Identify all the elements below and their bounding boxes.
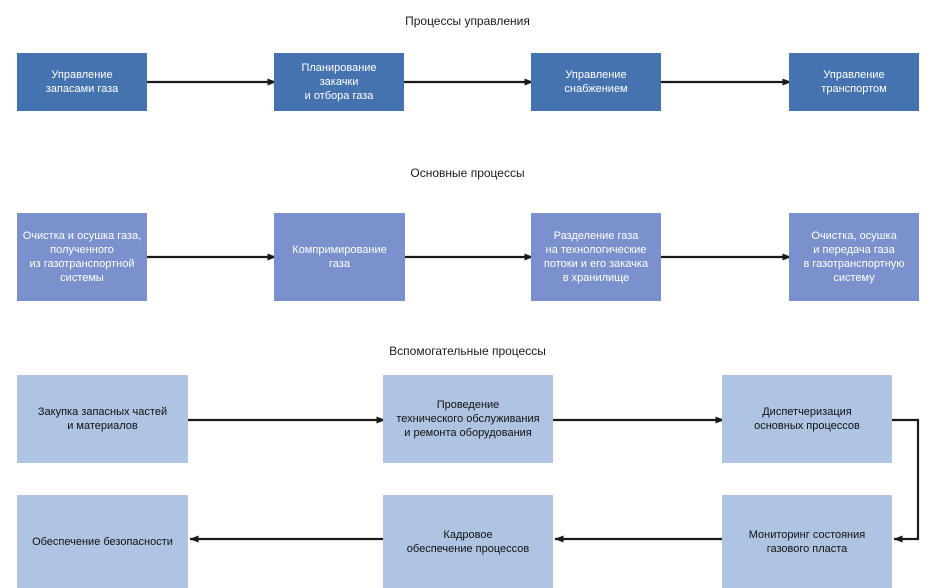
node-label: Закупка запасных частей и материалов <box>37 406 168 432</box>
node-label: Компримирование газа <box>292 244 387 270</box>
node-core-gas-cleaning-drying-to-pipeline[interactable]: Очистка, осушка и передача газа в газотр… <box>789 213 919 301</box>
node-support-safety-assurance[interactable]: Обеспечение безопасности <box>17 495 188 588</box>
node-label: Управление снабжением <box>564 69 628 95</box>
node-mgmt-transport-management[interactable]: Управление транспортом <box>789 53 919 111</box>
section-title-management: Процессы управления <box>405 14 530 28</box>
section-title-support: Вспомогательные процессы <box>389 344 546 358</box>
edge-sup-3-to-sup-4 <box>891 418 920 543</box>
node-support-maintenance-and-repair[interactable]: Проведение технического обслуживания и р… <box>383 375 553 463</box>
node-label: Разделение газа на технологические поток… <box>543 230 649 284</box>
node-label: Кадровое обеспечение процессов <box>406 528 530 555</box>
node-label: Очистка, осушка и передача газа в газотр… <box>803 230 905 284</box>
node-mgmt-injection-withdrawal-planning[interactable]: Планирование закачки и отбора газа <box>274 53 404 111</box>
node-label: Обеспечение безопасности <box>32 535 173 548</box>
section-title-core: Основные процессы <box>410 166 525 180</box>
node-mgmt-supply-management[interactable]: Управление снабжением <box>531 53 661 111</box>
node-label: Управление запасами газа <box>45 69 119 95</box>
node-support-spare-parts-procurement[interactable]: Закупка запасных частей и материалов <box>17 375 188 463</box>
node-label: Мониторинг состояния газового пласта <box>748 528 866 555</box>
node-label: Планирование закачки и отбора газа <box>301 62 377 102</box>
node-core-gas-cleaning-drying-from-pipeline[interactable]: Очистка и осушка газа, полученного из га… <box>17 213 147 301</box>
node-label: Управление транспортом <box>821 69 887 95</box>
node-support-core-process-dispatching[interactable]: Диспетчеризация основных процессов <box>722 375 892 463</box>
node-support-gas-reservoir-monitoring[interactable]: Мониторинг состояния газового пласта <box>722 495 892 588</box>
node-label: Очистка и осушка газа, полученного из га… <box>22 230 142 284</box>
node-label: Диспетчеризация основных процессов <box>754 406 860 432</box>
node-label: Проведение технического обслуживания и р… <box>396 399 540 439</box>
node-core-gas-separation-and-injection[interactable]: Разделение газа на технологические поток… <box>531 213 661 301</box>
node-core-gas-compression[interactable]: Компримирование газа <box>274 213 405 301</box>
node-mgmt-gas-reserves-management[interactable]: Управление запасами газа <box>17 53 147 111</box>
node-support-staffing-of-processes[interactable]: Кадровое обеспечение процессов <box>383 495 553 588</box>
